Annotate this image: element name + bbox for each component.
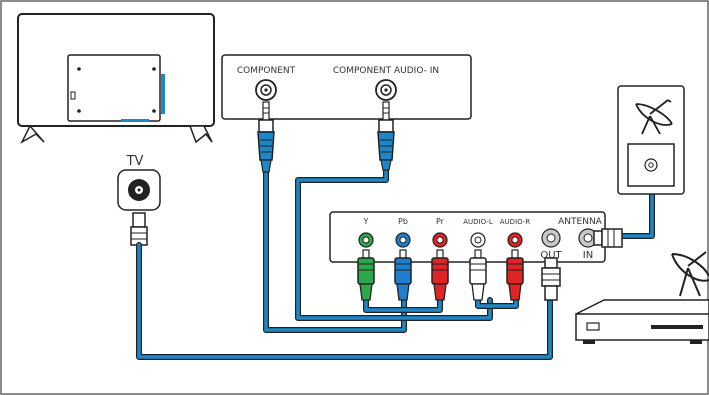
out-coax-plug (541, 257, 561, 301)
audio-r-rca-plug (506, 249, 524, 301)
pb-label: Pb (398, 217, 408, 226)
receiver-back-panel: Y Pb Pr AUDIO-L AUDIO-R ANTENNA OUT IN (329, 211, 606, 263)
out-label: OUT (540, 250, 562, 261)
audio-r-label: AUDIO-R (500, 218, 531, 226)
pb-rca-plug (394, 249, 412, 301)
satellite-receiver-box (575, 299, 709, 344)
satellite-dish-icon (635, 99, 673, 135)
component-panel: COMPONENT COMPONENT AUDIO- IN (221, 54, 472, 120)
tv-back-panel (67, 54, 161, 122)
y-label: Y (363, 217, 369, 226)
cables (136, 162, 655, 360)
tv-port-strip-bottom (121, 119, 149, 122)
audio-l-label: AUDIO-L (463, 218, 493, 226)
in-label: IN (583, 250, 593, 261)
component-audio-35mm-plug (377, 101, 395, 171)
antenna-wall-plate (617, 85, 685, 195)
component-audio-in-label: COMPONENT AUDIO- IN (333, 66, 439, 76)
rca-plugs (357, 249, 524, 301)
in-coax-plug (593, 228, 623, 248)
tv-coax-plug (130, 212, 148, 246)
component-label: COMPONENT (237, 66, 296, 76)
audio-l-rca-plug (469, 249, 487, 301)
pr-rca-plug (431, 249, 449, 301)
tv-port-strip-right (161, 74, 165, 114)
y-rca-plug (357, 249, 375, 301)
tv-label: TV (126, 154, 144, 169)
component-35mm-plug (257, 101, 275, 173)
tv-back-illustration (17, 13, 215, 144)
satellite-dish-outdoor-icon (671, 251, 709, 297)
tv-antenna-input (117, 169, 161, 211)
pr-label: Pr (436, 217, 445, 226)
antenna-label: ANTENNA (558, 217, 603, 227)
